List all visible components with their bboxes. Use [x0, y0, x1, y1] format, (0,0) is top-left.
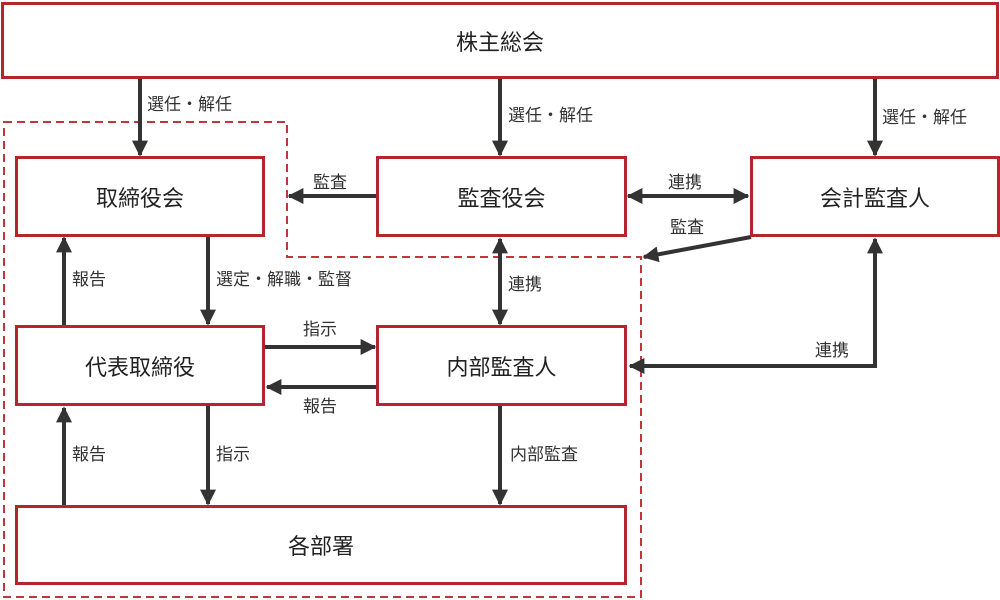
label-internal-audit-dept: 内部監査	[510, 445, 578, 465]
node-audit-board: 監査役会	[376, 156, 627, 237]
label-audit-internal-coop: 連携	[508, 275, 542, 295]
node-shareholders-meeting: 株主総会	[1, 2, 999, 79]
node-accounting-auditor: 会計監査人	[750, 156, 1000, 237]
label-dept-report-rep: 報告	[72, 445, 106, 465]
label-accounting-audit: 監査	[670, 218, 704, 238]
label-audit-to-board: 監査	[313, 173, 347, 193]
node-internal-auditor: 内部監査人	[376, 325, 627, 406]
label-elect-dismiss-board: 選任・解任	[147, 95, 232, 115]
label-board-to-rep: 選定・解職・監督	[216, 270, 352, 290]
label-rep-report-board: 報告	[72, 270, 106, 290]
label-accounting-internal-coop: 連携	[815, 341, 849, 361]
arrow-accounting-internal-coop	[628, 237, 883, 374]
label-rep-instruct-dept: 指示	[216, 445, 250, 465]
label-internal-report-rep: 報告	[303, 397, 337, 417]
label-audit-accounting-coop: 連携	[668, 173, 702, 193]
arrow-accounting-audit	[642, 235, 752, 263]
label-elect-dismiss-accounting: 選任・解任	[882, 108, 967, 128]
label-rep-instruct-internal: 指示	[303, 320, 337, 340]
node-board-of-directors: 取締役会	[15, 156, 265, 237]
label-elect-dismiss-audit: 選任・解任	[508, 106, 593, 126]
node-representative-director: 代表取締役	[15, 325, 265, 406]
node-departments: 各部署	[15, 505, 627, 585]
